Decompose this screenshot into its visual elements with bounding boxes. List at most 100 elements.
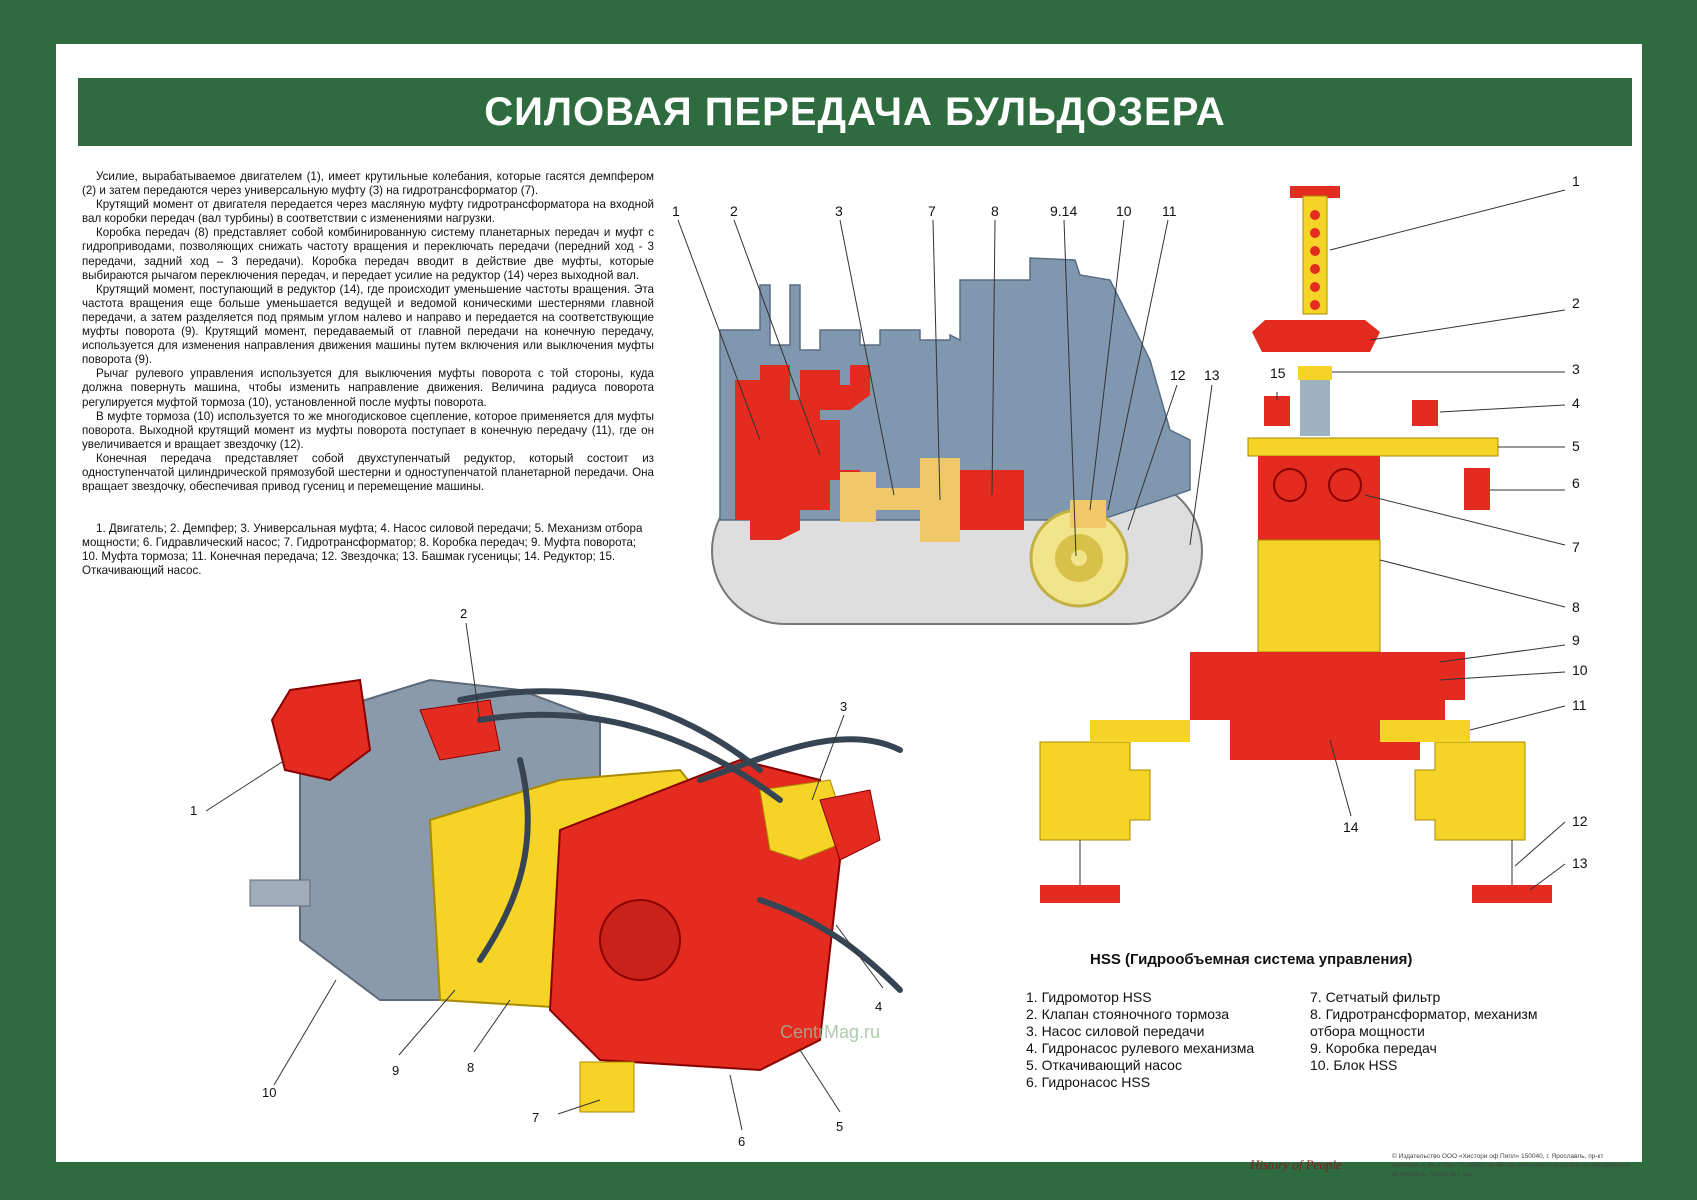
tc-gear-shape: [1328, 468, 1362, 502]
hydraulic-pump-shape: [1464, 468, 1490, 510]
publisher-info: © Издательство ООО «Хистори оф Пипл» 150…: [1392, 1153, 1632, 1178]
side-label: 13: [1204, 367, 1220, 383]
assembly-label: 3: [840, 699, 847, 714]
hss-item: 3. Насос силовой передачи: [1026, 1023, 1205, 1039]
valve-shape: [819, 789, 881, 861]
description-paragraph: Крутящий момент от двигателя передается …: [82, 198, 654, 226]
hss-item: 10. Блок HSS: [1310, 1057, 1398, 1073]
damper-shape: [840, 472, 876, 522]
schematic-label: 15: [1270, 365, 1286, 381]
schematic-label: 11: [1572, 697, 1587, 713]
engine-handle-shape: [1290, 186, 1340, 198]
hss-item: 4. Гидронасос рулевого механизма: [1026, 1040, 1255, 1056]
hss-legend-col-1: 1. Гидромотор HSS 2. Клапан стояночного …: [1026, 989, 1254, 1091]
publisher-logo: History of People: [1250, 1157, 1342, 1172]
schematic-label: 3: [1572, 361, 1580, 377]
reducer-cover-shape: [599, 899, 681, 981]
left-track-shoe-shape: [1040, 885, 1120, 903]
right-track-shoe-shape: [1472, 885, 1552, 903]
filter-shape: [579, 1061, 635, 1113]
description-paragraph: Крутящий момент, поступающий в редуктор …: [82, 282, 654, 367]
side-label: 2: [730, 203, 738, 219]
page-title: СИЛОВАЯ ПЕРЕДАЧА БУЛЬДОЗЕРА: [484, 89, 1226, 134]
steering-clutch-block-shape: [1190, 652, 1465, 720]
side-label: 7: [928, 203, 936, 219]
hss-item: отбора мощности: [1310, 1023, 1425, 1039]
description-paragraph: В муфте тормоза (10) используется то же …: [82, 409, 654, 451]
title-banner: СИЛОВАЯ ПЕРЕДАЧА БУЛЬДОЗЕРА: [78, 78, 1632, 146]
side-label: 1: [672, 203, 680, 219]
side-label: 3: [835, 203, 843, 219]
assembly-label: 4: [875, 999, 882, 1014]
hss-item: 8. Гидротрансформатор, механизм: [1310, 1006, 1538, 1022]
engine-red-shape: [735, 365, 860, 540]
final-drive-shape: [1070, 500, 1106, 528]
output-shaft-shape: [249, 879, 311, 907]
schematic-label: 13: [1572, 855, 1588, 871]
description-paragraph: Усилие, вырабатываемое двигателем (1), и…: [82, 170, 654, 198]
assembly-label: 10: [262, 1085, 276, 1100]
right-final-drive-shape: [1414, 741, 1526, 841]
shaft-shape: [1300, 380, 1330, 436]
description-paragraph: Конечная передача представляет собой дву…: [82, 451, 654, 494]
hss-item: 9. Коробка передач: [1310, 1040, 1437, 1056]
schematic-label: 14: [1343, 819, 1359, 835]
side-label: 11: [1162, 203, 1177, 219]
hss-title: HSS (Гидрообъемная система управления): [1090, 951, 1413, 968]
schematic-label: 4: [1572, 395, 1580, 411]
side-view-labels: 1 2 3 7 8 9.14 10 11 12 13: [672, 203, 1220, 383]
hss-item: 6. Гидронасос HSS: [1026, 1074, 1151, 1090]
sprocket-center-shape: [1071, 550, 1087, 566]
side-label: 10: [1116, 203, 1132, 219]
schematic-labels: 1 2 3 4 5 6 7 8 9 10 11 12 13 14 15: [1270, 173, 1588, 871]
side-view-leaders: [677, 219, 1213, 557]
pto-bar-shape: [1247, 437, 1499, 457]
tc-gear-shape: [1273, 468, 1307, 502]
schematic-label: 6: [1572, 475, 1580, 491]
assembly-label: 6: [738, 1134, 745, 1149]
schematic-label: 9: [1572, 632, 1580, 648]
transmission-assembly: 1 2 3 4 5 6 7 8 9 10: [190, 606, 903, 1149]
scavenge-pump-shape: [1264, 396, 1290, 426]
reducer-block-shape: [1230, 720, 1420, 760]
damper-block-shape: [1252, 320, 1380, 352]
side-label: 9.14: [1050, 203, 1077, 219]
schematic-label: 7: [1572, 539, 1580, 555]
assembly-leaders: [205, 622, 884, 1131]
parts-legend: 1. Двигатель; 2. Демпфер; 3. Универсальн…: [82, 522, 643, 578]
description-paragraph: Коробка передач (8) представляет собой к…: [82, 226, 654, 282]
engine-manifold-shape: [820, 365, 870, 410]
schematic-label: 1: [1572, 173, 1580, 189]
assembly-label: 2: [460, 606, 467, 621]
torque-converter-block-shape: [1258, 456, 1380, 540]
assembly-labels: 1 2 3 4 5 6 7 8 9 10: [190, 606, 882, 1149]
schematic-label: 2: [1572, 295, 1580, 311]
assembly-label: 7: [532, 1110, 539, 1125]
pump-4-shape: [1412, 400, 1438, 426]
hss-item: 1. Гидромотор HSS: [1026, 989, 1152, 1005]
description-paragraph: Рычаг рулевого управления используется д…: [82, 367, 654, 409]
assembly-label: 9: [392, 1063, 399, 1078]
hss-item: 5. Откачивающий насос: [1026, 1057, 1182, 1073]
side-label: 8: [991, 203, 999, 219]
schematic-label: 12: [1572, 813, 1588, 829]
hose-bundle: [457, 688, 903, 993]
schematic-label: 5: [1572, 438, 1580, 454]
universal-coupling-shape: [1298, 366, 1332, 380]
hss-legend-col-2: 7. Сетчатый фильтр 8. Гидротрансформатор…: [1310, 989, 1537, 1074]
gearbox-block-shape: [1257, 539, 1381, 653]
assembly-label: 8: [467, 1060, 474, 1075]
pump-housing-shape: [419, 699, 501, 761]
left-final-drive-top-shape: [1090, 720, 1190, 742]
schematic-label: 8: [1572, 599, 1580, 615]
engine-cylinders: [1310, 210, 1320, 310]
bulldozer-side-view: 1 2 3 7 8 9.14 10 11 12 13: [672, 203, 1220, 625]
hss-item: 7. Сетчатый фильтр: [1310, 989, 1441, 1005]
assembly-label: 1: [190, 803, 197, 818]
side-label: 12: [1170, 367, 1186, 383]
schematic-leaders: [1276, 189, 1566, 891]
damper-housing-shape: [270, 678, 372, 782]
schematic-label: 10: [1572, 662, 1588, 678]
right-final-drive-top-shape: [1380, 720, 1470, 742]
